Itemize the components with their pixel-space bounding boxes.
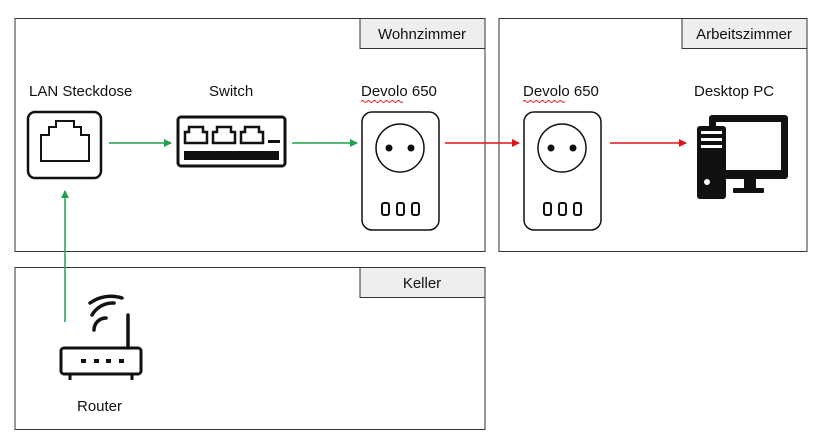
room-label-wohnzimmer: Wohnzimmer	[378, 26, 466, 43]
powerline-adapter-icon	[361, 111, 440, 231]
spellcheck-underline	[522, 100, 566, 103]
room-label-arbeitszimmer: Arbeitszimmer	[696, 26, 792, 43]
room-label-tab	[681, 18, 808, 49]
spellcheck-underline	[360, 100, 404, 103]
label-router: Router	[77, 398, 122, 415]
label-devolo-wohnzimmer: Devolo 650	[361, 83, 437, 100]
room-label-keller: Keller	[403, 275, 441, 292]
label-devolo-arbeitszimmer: Devolo 650	[523, 83, 599, 100]
room-keller: Keller	[14, 267, 486, 430]
label-switch: Switch	[209, 83, 253, 100]
room-wohnzimmer: Wohnzimmer	[14, 18, 486, 252]
room-label-tab	[359, 18, 486, 49]
wifi-router-icon	[59, 294, 143, 380]
desktop-computer-icon	[697, 115, 788, 199]
label-desktop-pc: Desktop PC	[694, 83, 774, 100]
label-lan-socket: LAN Steckdose	[29, 83, 132, 100]
network-switch-icon	[176, 115, 287, 168]
room-arbeitszimmer: Arbeitszimmer	[498, 18, 808, 252]
powerline-adapter-icon	[523, 111, 602, 231]
room-label-tab	[359, 267, 486, 298]
ethernet-socket-icon	[26, 110, 103, 180]
